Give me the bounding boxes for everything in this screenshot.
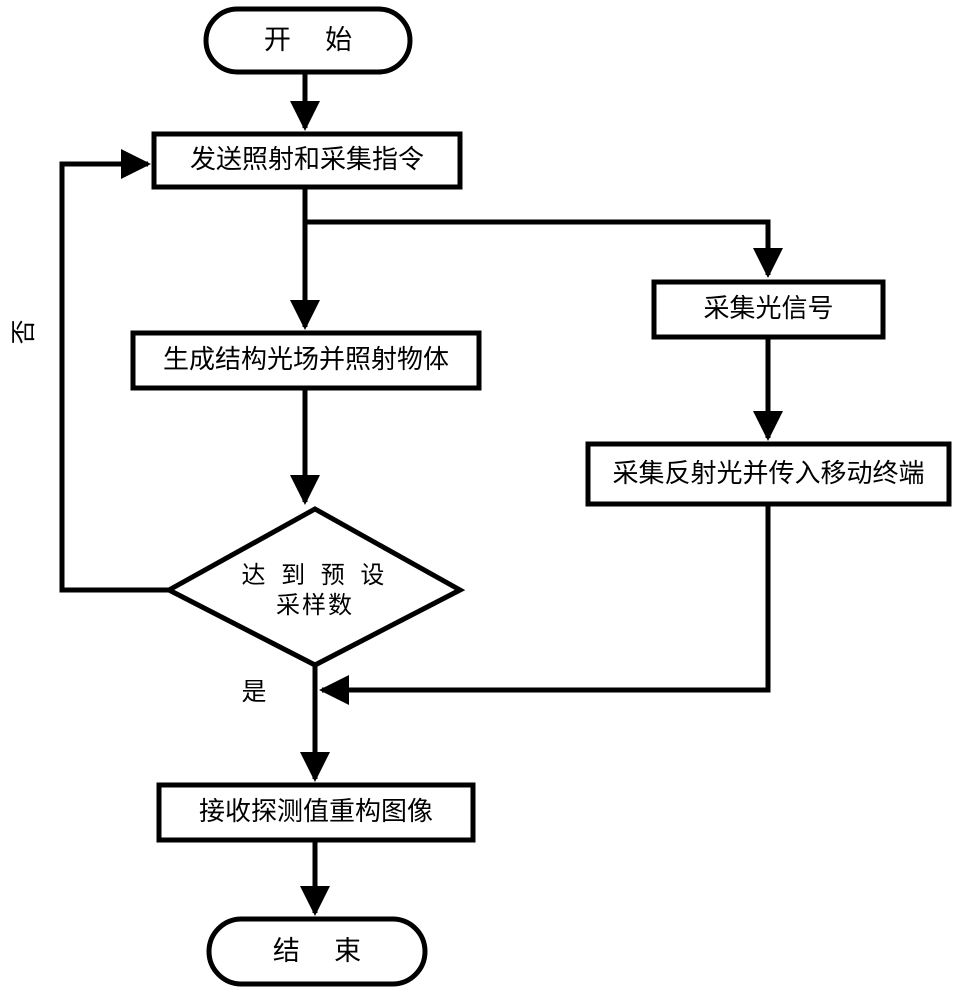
edge-decision-no-to-send-command	[59, 149, 169, 593]
node-generate-light-shape	[130, 330, 482, 391]
node-send-command-shape	[151, 131, 463, 190]
node-decision-shape	[163, 506, 466, 668]
node-end-shape	[206, 916, 428, 987]
edge-send-command-to-collect-signal	[305, 219, 783, 278]
node-reconstruct-shape	[156, 782, 476, 843]
edge-collect-reflect-to-reconstruct	[319, 504, 771, 705]
node-start-shape	[203, 6, 413, 75]
node-collect-reflect-shape	[585, 441, 952, 507]
node-collect-signal-shape	[651, 279, 886, 340]
